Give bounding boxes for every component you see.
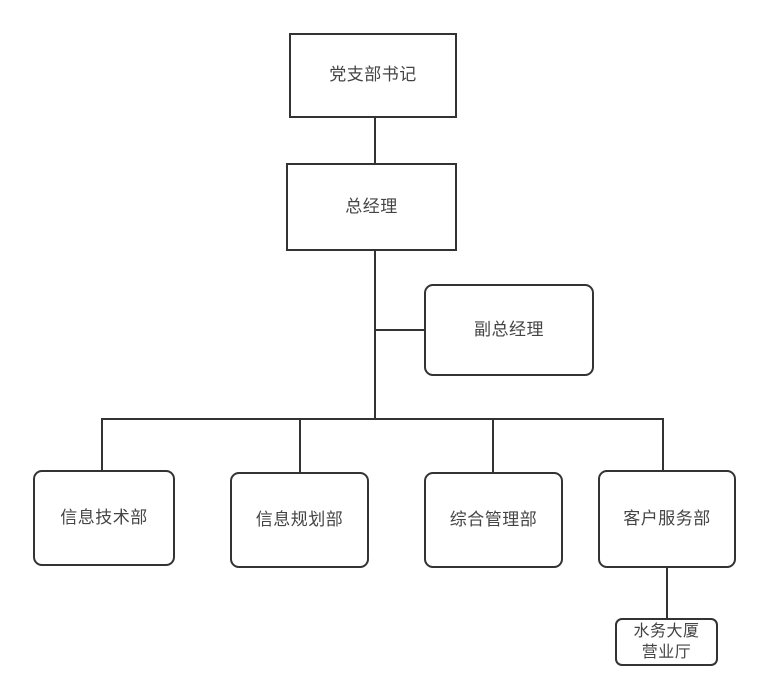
edge-customer-service-to-service-hall [666,568,668,619]
edge-department-distribution-bar [101,418,663,420]
node-general-manager[interactable]: 总经理 [286,163,457,251]
edge-drop-it-department [101,418,103,471]
node-deputy-general-manager-label: 副总经理 [474,319,544,340]
node-it-department-label: 信息技术部 [60,507,148,528]
edge-drop-general-administration-department [492,418,494,473]
node-water-building-service-hall[interactable]: 水务大厦 营业厅 [615,618,718,666]
edge-drop-information-planning-department [299,418,301,473]
edge-general-manager-trunk [374,250,376,420]
node-it-department[interactable]: 信息技术部 [33,470,175,566]
node-customer-service-department[interactable]: 客户服务部 [598,470,736,568]
node-general-manager-label: 总经理 [345,196,398,217]
edge-drop-customer-service-department [662,418,664,471]
edge-party-secretary-to-general-manager [374,117,376,164]
edge-general-manager-to-deputy [374,329,425,331]
node-customer-service-department-label: 客户服务部 [623,508,711,529]
node-party-secretary[interactable]: 党支部书记 [289,33,457,118]
node-water-building-service-hall-label: 水务大厦 营业厅 [633,621,700,661]
node-deputy-general-manager[interactable]: 副总经理 [424,284,594,376]
node-general-administration-department[interactable]: 综合管理部 [424,472,563,568]
node-party-secretary-label: 党支部书记 [329,65,417,86]
node-information-planning-department-label: 信息规划部 [255,509,344,530]
node-general-administration-department-label: 综合管理部 [449,509,538,530]
node-information-planning-department[interactable]: 信息规划部 [230,472,369,568]
